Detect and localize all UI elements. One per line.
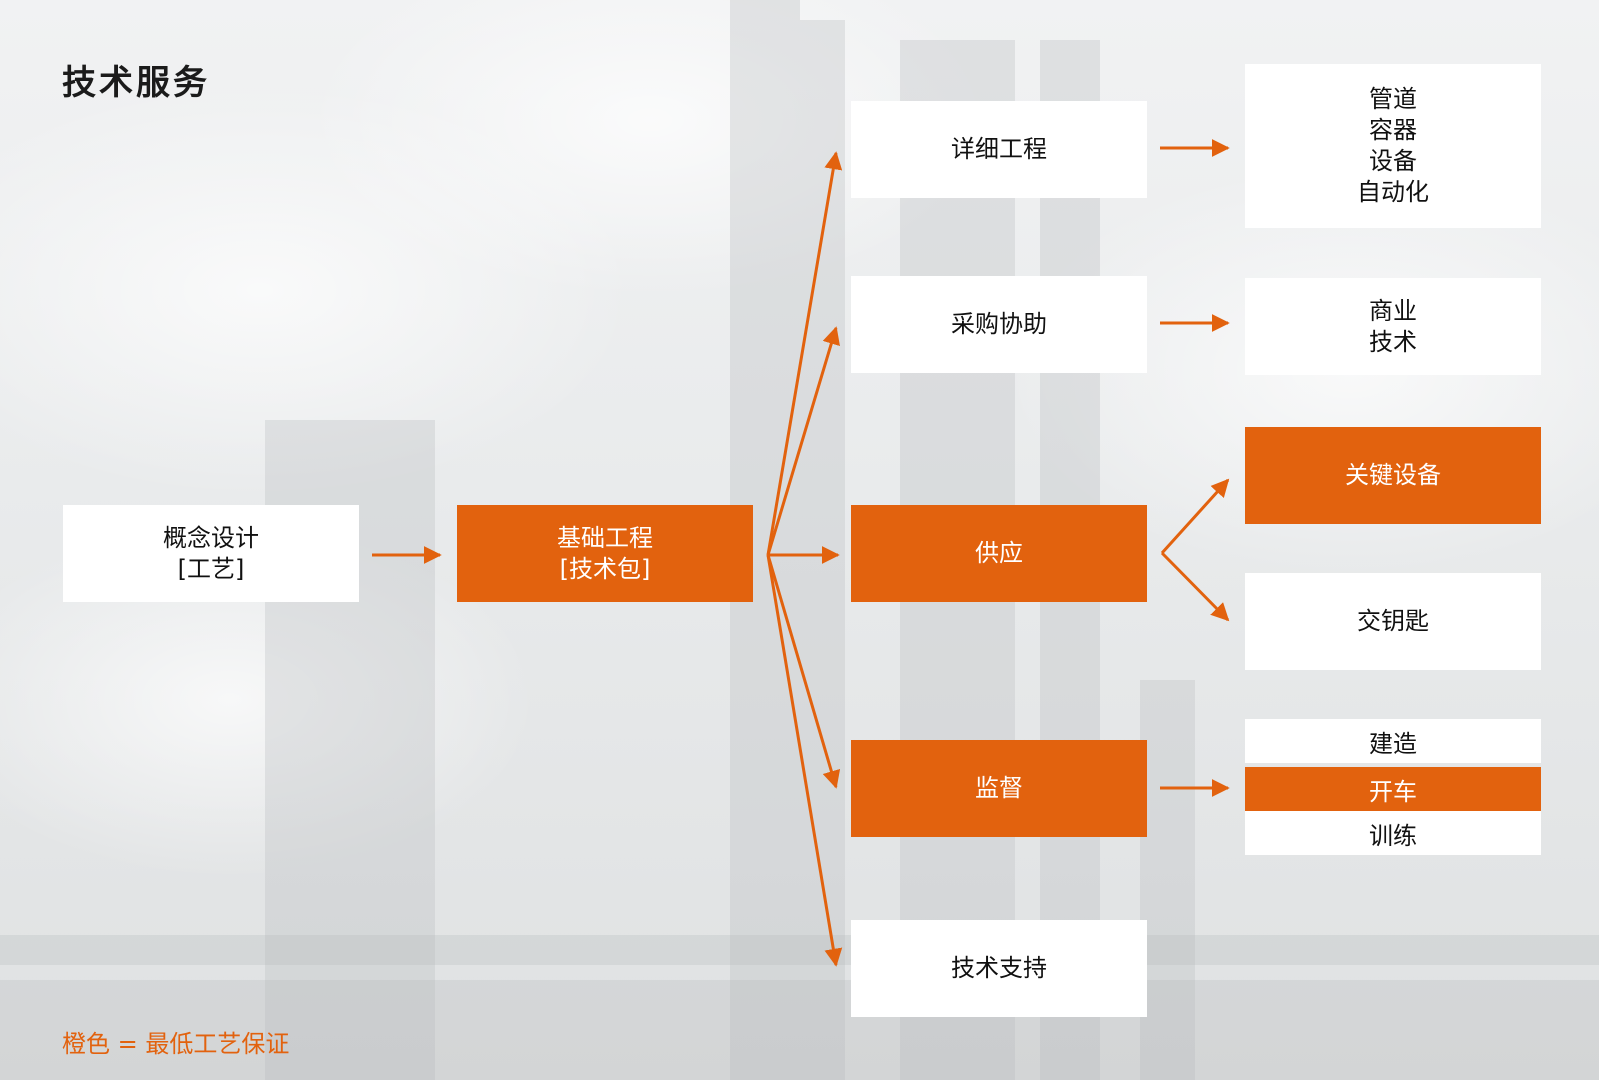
detail-engineering-label: 详细工程 — [951, 135, 1047, 163]
supervision-box: 监督 — [851, 740, 1147, 837]
procurement-assistance-box: 采购协助 — [851, 276, 1147, 373]
arrow-supply-to-key-equipment — [1160, 478, 1230, 555]
procurement-items-box: 商业 技术 — [1245, 278, 1541, 375]
arrow-basic-to-tech-support — [766, 554, 843, 967]
procurement-items-label: 商业 技术 — [1369, 296, 1417, 356]
basic-engineering-box: 基础工程 [技术包] — [457, 505, 753, 602]
detail-items-box: 管道 容器 设备 自动化 — [1245, 64, 1541, 228]
supply-label: 供应 — [975, 539, 1023, 567]
turnkey-label: 交钥匙 — [1357, 607, 1429, 635]
concept-design-box: 概念设计 [工艺] — [63, 505, 359, 602]
concept-design-label: 概念设计 [工艺] — [163, 523, 259, 583]
key-equipment-box: 关键设备 — [1245, 427, 1541, 524]
supply-box: 供应 — [851, 505, 1147, 602]
training-item: 训练 — [1245, 811, 1541, 855]
arrow-basic-to-detail — [766, 151, 843, 556]
basic-engineering-label: 基础工程 [技术包] — [557, 523, 653, 583]
page-title: 技术服务 — [62, 63, 210, 103]
technical-support-label: 技术支持 — [951, 954, 1047, 982]
detail-engineering-box: 详细工程 — [851, 101, 1147, 198]
construction-item: 建造 — [1245, 719, 1541, 763]
turnkey-box: 交钥匙 — [1245, 573, 1541, 670]
supervision-label: 监督 — [975, 774, 1023, 802]
commissioning-item: 开车 — [1245, 767, 1541, 811]
technical-support-box: 技术支持 — [851, 920, 1147, 1017]
arrow-basic-to-supervision — [766, 554, 841, 789]
procurement-assistance-label: 采购协助 — [951, 310, 1047, 338]
arrow-supply-to-turnkey — [1160, 551, 1230, 622]
arrow-basic-to-procurement — [766, 326, 840, 556]
supervision-items-stack: 建造 开车 训练 — [1245, 719, 1541, 856]
detail-items-label: 管道 容器 设备 自动化 — [1357, 85, 1429, 206]
legend: 橙色 = 最低工艺保证 — [62, 1030, 290, 1058]
key-equipment-label: 关键设备 — [1345, 461, 1441, 489]
